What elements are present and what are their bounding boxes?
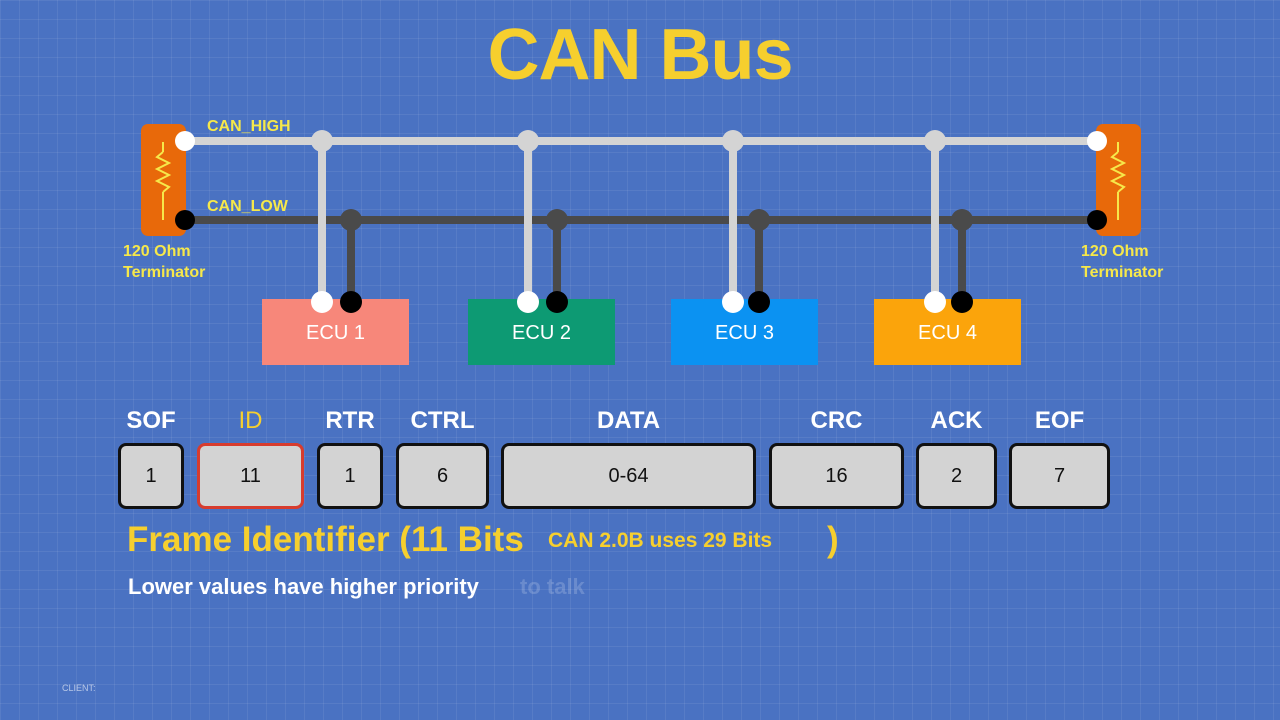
field-box-crc: 16 xyxy=(769,443,904,509)
field-box-eof: 7 xyxy=(1009,443,1110,509)
ecu-1-label: ECU 1 xyxy=(306,321,365,344)
ghost-text: to talk xyxy=(520,574,585,599)
field-box-data: 0-64 xyxy=(501,443,756,509)
ecu-2-label: ECU 2 xyxy=(512,321,571,344)
field-label-ctrl: CTRL xyxy=(410,407,475,434)
frame-identifier-note: CAN 2.0B uses 29 Bits xyxy=(548,529,773,552)
left-terminator-line1: 120 Ohm xyxy=(123,243,191,260)
field-label-eof: EOF xyxy=(1034,407,1085,434)
ecu-4-label: ECU 4 xyxy=(918,321,977,344)
right-terminator-label: 120 Ohm Terminator xyxy=(1081,241,1163,283)
field-label-data: DATA xyxy=(596,407,661,434)
ecu-2: ECU 2 xyxy=(468,299,615,365)
field-box-ctrl: 6 xyxy=(396,443,489,509)
field-label-id: ID xyxy=(238,407,263,434)
field-box-ack: 2 xyxy=(916,443,997,509)
ecu-3: ECU 3 xyxy=(671,299,818,365)
priority-text: Lower values have higher priority xyxy=(128,574,479,599)
field-box-rtr: 1 xyxy=(317,443,383,509)
field-label-rtr: RTR xyxy=(325,407,375,434)
frame-identifier-heading: Frame Identifier (11 Bits xyxy=(127,520,524,559)
can-high-label: CAN_HIGH xyxy=(207,118,291,135)
ecu-4: ECU 4 xyxy=(874,299,1021,365)
field-label-ack: ACK xyxy=(930,407,983,434)
field-label-sof: SOF xyxy=(126,407,176,434)
can-high-drops xyxy=(318,141,939,302)
frame-identifier-close-paren: ) xyxy=(827,520,839,559)
field-box-sof: 1 xyxy=(118,443,184,509)
left-terminator-label: 120 Ohm Terminator xyxy=(123,241,205,283)
right-terminator-line2: Terminator xyxy=(1081,264,1164,281)
page-title: CAN Bus xyxy=(487,15,793,95)
left-terminator-line2: Terminator xyxy=(123,264,206,281)
field-label-crc: CRC xyxy=(810,407,863,434)
left-terminator xyxy=(141,124,186,236)
terminator-end-nodes xyxy=(175,131,1107,230)
ecu-3-label: ECU 3 xyxy=(715,321,774,344)
ecu-1: ECU 1 xyxy=(262,299,409,365)
client-label: CLIENT: xyxy=(62,683,96,693)
can-low-drops xyxy=(347,220,966,302)
junction-nodes xyxy=(311,130,973,231)
field-box-id: 11 xyxy=(197,443,304,509)
right-terminator-line1: 120 Ohm xyxy=(1081,243,1149,260)
can-low-label: CAN_LOW xyxy=(207,198,288,215)
right-terminator xyxy=(1096,124,1141,236)
